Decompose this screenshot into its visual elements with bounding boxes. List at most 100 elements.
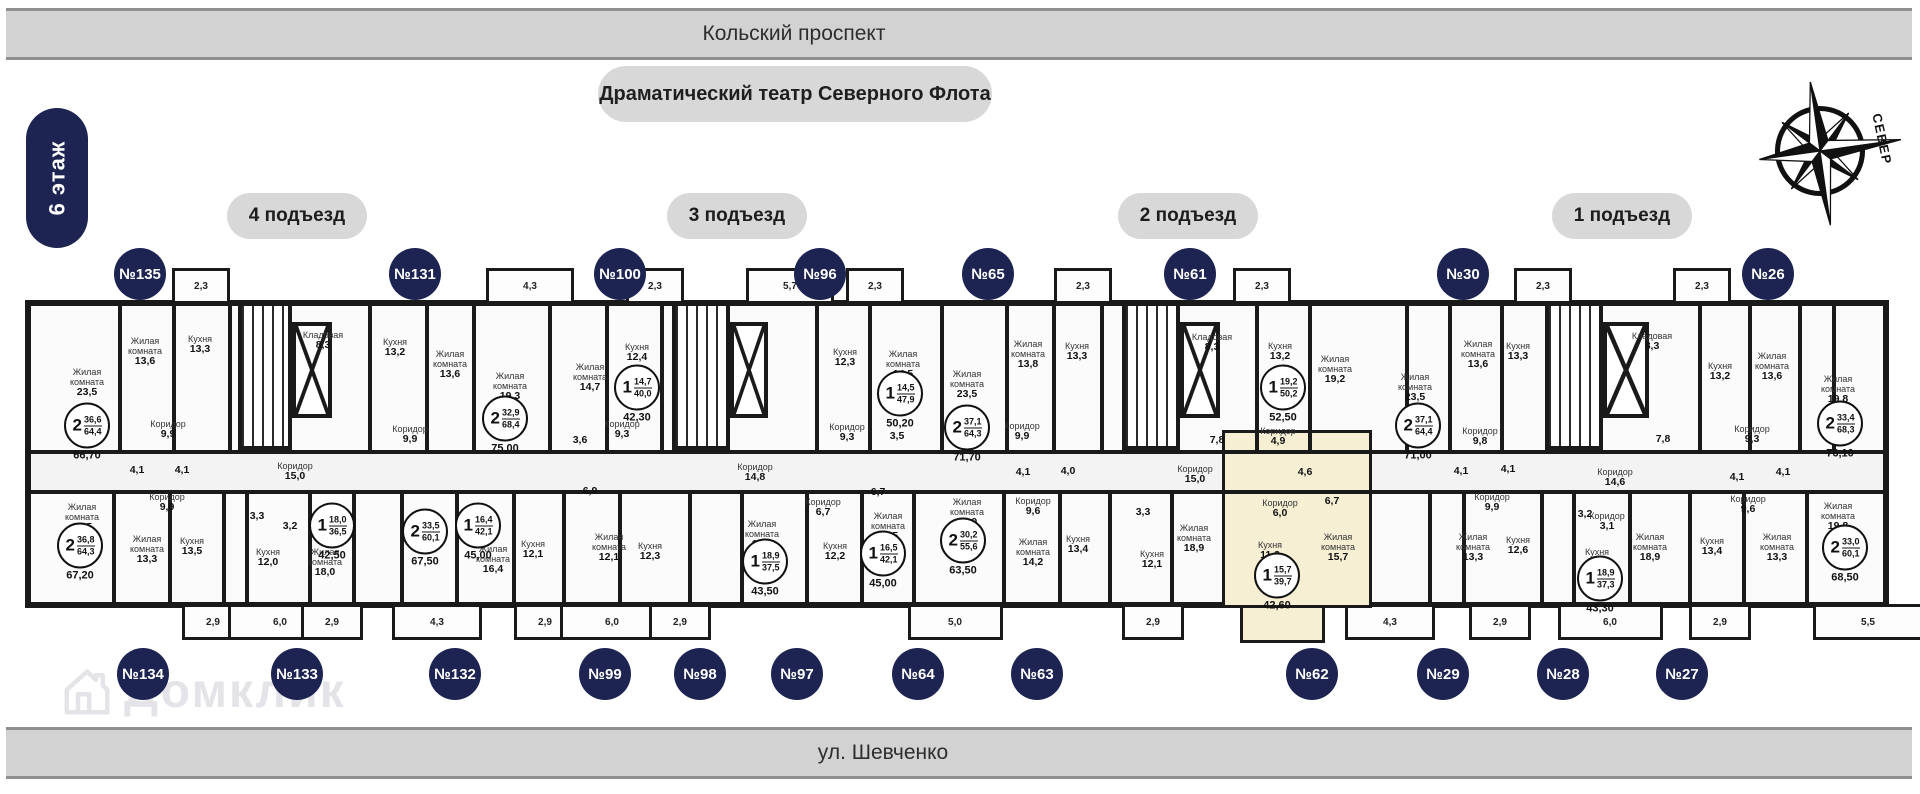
apartment-badge[interactable]: №27 [1656,648,1708,700]
room-name: комната [1015,547,1051,558]
apartment-badge[interactable]: №135 [114,248,166,300]
room-area: 9,9 [160,428,176,441]
living-area: 16,4 [474,514,493,526]
room-area: 19,8 [1827,393,1849,406]
room-name: Кухня [255,547,281,558]
room-area: 4,1 [1775,466,1791,479]
room-name: комната [1317,364,1353,375]
room-name: Жилая [952,369,982,380]
living-area: 19,2 [1279,376,1298,388]
apartment-badge[interactable]: №65 [962,248,1014,300]
balcony: 2,9 [1689,604,1751,640]
apartment-badge[interactable]: №134 [117,648,169,700]
wall [1100,302,1104,452]
wall [1108,494,1112,604]
room-name: Кухня [822,541,848,552]
apartment-badge[interactable]: №61 [1164,248,1216,300]
apartment-badge[interactable]: №132 [429,648,481,700]
room-name: комната [1010,349,1046,360]
room-name: Кухня [1267,341,1293,352]
room-name: комната [744,529,780,540]
rooms-count: 2 [490,408,500,428]
room-area: 12,3 [834,356,856,369]
living-area: 33,0 [1841,536,1860,548]
apartment-badge[interactable]: №100 [594,248,646,300]
room-area: 4,0 [1060,465,1076,478]
living-area: 33,4 [1836,412,1855,424]
room-area: 9,3 [839,431,855,444]
elevator-x-icon [734,326,764,414]
apartment-badge[interactable]: №133 [271,648,323,700]
apartment-badge[interactable]: №96 [794,248,846,300]
apartment-badge[interactable]: №26 [1742,248,1794,300]
wall [1798,302,1802,452]
apartment-badge[interactable]: №64 [892,648,944,700]
wall [455,494,459,604]
apartment-badge[interactable]: №99 [579,648,631,700]
wall [228,302,232,452]
room-name: Коридор [1474,492,1510,503]
room-area: 13,3 [1462,551,1484,564]
total-area: 50,2 [1279,388,1298,398]
room-area: 19,2 [1324,373,1346,386]
room-area: 8,3 [1204,341,1220,354]
room-area: 4,1 [1453,465,1469,478]
room-area: 6,7 [815,506,831,519]
living-area: 18,0 [328,514,347,526]
wall [168,494,172,604]
wall [368,302,372,452]
apartment-badge[interactable]: №131 [389,248,441,300]
apartment-badge[interactable]: №28 [1537,648,1589,700]
apartment-badge[interactable]: №98 [674,648,726,700]
apartment-badge[interactable]: №62 [1286,648,1338,700]
highlighted-apartment[interactable] [1240,605,1325,643]
room-name: комната [1397,382,1433,393]
apartment-badge[interactable]: №97 [771,648,823,700]
balcony: 5,0 [907,604,1003,640]
apartment-badge[interactable]: №29 [1417,648,1469,700]
room-area: 4,1 [1729,471,1745,484]
total-area: 42,1 [474,526,493,536]
wall [1005,302,1009,452]
room-name: комната [129,544,165,555]
wall [1462,494,1466,604]
room-area: 3,5 [889,430,905,443]
wall [618,494,622,604]
room-name: Жилая [1400,372,1430,383]
rooms-count: 1 [1268,377,1278,397]
wall [1255,302,1259,452]
wall [815,302,819,452]
room-name: комната [69,377,105,388]
apartment-badge[interactable]: №30 [1437,248,1489,300]
floor-badge-label: 6 этаж [44,140,70,216]
room-name: Кухня [1139,549,1165,560]
room-area: 13,6 [134,355,156,368]
wall [1002,494,1006,604]
room-label: 4,1 [175,464,190,477]
room-area: 23,5 [1404,391,1426,404]
apartment-badge[interactable]: №63 [1011,648,1063,700]
